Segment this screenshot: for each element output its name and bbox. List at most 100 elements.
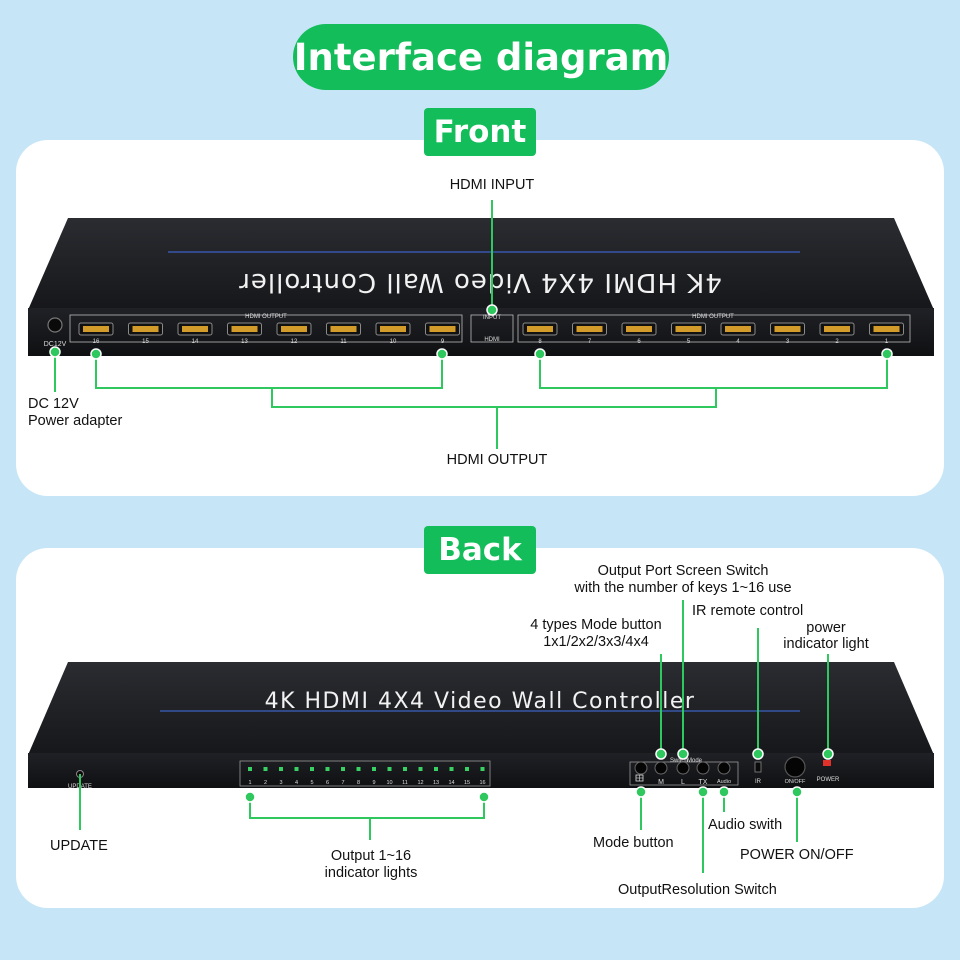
output-led-4	[294, 767, 299, 771]
button-label-tx: TX	[699, 779, 708, 786]
ir-label: IR	[755, 779, 762, 785]
callout-update: UPDATE	[50, 838, 108, 854]
callout-dc-line2: Power adapter	[28, 413, 123, 429]
port-number-label: 1	[885, 339, 889, 345]
port-number-label: 12	[291, 339, 298, 345]
output-led-5	[310, 767, 314, 771]
hdmi-output-port-16	[78, 322, 114, 336]
back-callout-dots	[244, 748, 834, 803]
led-number-label: 12	[417, 780, 423, 786]
callout-power-onoff: POWER ON/OFF	[740, 847, 854, 863]
led-number-label: 7	[341, 780, 344, 786]
port-number-label: 10	[390, 339, 397, 345]
callout-output-resolution: OutputResolution Switch	[618, 882, 777, 898]
right-output-group-label: HDMI OUTPUT	[692, 314, 734, 320]
output-led-3	[279, 767, 283, 771]
callout-output-lights-line2: indicator lights	[324, 865, 418, 881]
switch-label: Switch	[670, 758, 688, 764]
output-led-6	[325, 767, 330, 771]
led-number-label: 9	[372, 780, 375, 786]
power-label: POWER	[817, 777, 840, 783]
port-number-label: 8	[538, 339, 542, 345]
front-callout-dots	[49, 304, 893, 360]
panel-button-5	[717, 761, 731, 775]
led-number-label: 6	[326, 780, 329, 786]
panel-button-1	[634, 761, 648, 775]
title-banner: Interface diagram	[293, 24, 669, 90]
led-number-label: 10	[386, 780, 392, 786]
port-number-label: 4	[736, 339, 740, 345]
back-device-top	[28, 662, 934, 755]
led-number-label: 16	[479, 780, 485, 786]
hdmi-output-port-7	[572, 322, 607, 336]
led-number-label: 14	[448, 780, 454, 786]
back-heading: Back	[424, 526, 536, 574]
hdmi-output-port-3	[770, 322, 805, 336]
output-led-1	[248, 767, 252, 771]
output-led-7	[341, 767, 345, 771]
input-port-label: HDMI	[484, 337, 500, 343]
hdmi-output-port-4	[720, 322, 756, 336]
port-number-label: 7	[588, 339, 592, 345]
callout-output-lights-line1: Output 1~16	[330, 848, 412, 864]
dc-label: DC12V	[44, 341, 67, 348]
callout-output-port-line2: with the number of keys 1~16 use	[574, 580, 792, 596]
panel-button-3	[676, 761, 690, 775]
hdmi-output-port-1	[869, 322, 904, 336]
led-number-label: 13	[433, 780, 439, 786]
port-number-label: 2	[835, 339, 839, 345]
led-number-label: 4	[295, 780, 298, 786]
input-label: INPUT	[483, 315, 501, 321]
dc-jack	[47, 317, 63, 333]
led-number-label: 3	[279, 780, 282, 786]
led-number-label: 2	[264, 780, 267, 786]
port-number-label: 9	[441, 339, 445, 345]
callout-ir-remote: IR remote control	[692, 603, 804, 619]
output-led-11	[403, 767, 407, 771]
callout-dc-line1: DC 12V	[28, 396, 79, 412]
button-label-m: M	[658, 779, 664, 786]
hdmi-output-port-15	[128, 322, 163, 336]
callout-power-light-line1: power	[806, 620, 846, 636]
callout-output-port-line1: Output Port Screen Switch	[597, 563, 769, 579]
back-device-title: 4K HDMI 4X4 Video Wall Controller	[265, 689, 696, 714]
callout-hdmi-output: HDMI OUTPUT	[446, 452, 548, 468]
mode-label: Mode	[687, 758, 703, 764]
led-number-label: 1	[248, 780, 251, 786]
output-led-9	[372, 767, 376, 771]
output-led-8	[356, 767, 361, 771]
power-button	[784, 756, 806, 778]
ir-sensor	[754, 761, 762, 773]
port-number-label: 16	[93, 339, 100, 345]
output-led-15	[465, 767, 469, 771]
hdmi-output-port-2	[819, 322, 855, 336]
hdmi-output-port-6	[621, 322, 657, 336]
callout-hdmi-input: HDMI INPUT	[449, 177, 535, 193]
led-number-label: 5	[310, 780, 313, 786]
output-led-13	[434, 767, 438, 771]
led-number-label: 11	[402, 780, 408, 786]
port-number-label: 14	[192, 339, 199, 345]
port-number-label: 13	[241, 339, 248, 345]
back-device: 4K HDMI 4X4 Video Wall Controller UPDATE…	[28, 662, 934, 790]
hdmi-output-port-9	[425, 322, 460, 336]
port-number-label: 5	[687, 339, 691, 345]
power-led	[823, 760, 831, 766]
led-number-label: 8	[357, 780, 360, 786]
hdmi-output-port-8	[522, 322, 558, 336]
hdmi-output-port-11	[326, 322, 361, 336]
front-heading: Front	[424, 108, 536, 156]
callout-mode-types-line1: 4 types Mode button	[530, 617, 662, 633]
output-led-12	[418, 767, 423, 771]
onoff-label: ON/OFF	[785, 779, 806, 785]
grid-mode-icon	[635, 774, 644, 782]
port-number-label: 15	[142, 339, 149, 345]
hdmi-output-port-5	[671, 322, 706, 336]
callout-power-light-line2: indicator light	[783, 636, 869, 652]
callout-mode-types-line2: 1x1/2x2/3x3/4x4	[543, 634, 649, 650]
hdmi-output-port-10	[375, 322, 411, 336]
output-led-14	[449, 767, 454, 771]
led-number-label: 15	[464, 780, 470, 786]
